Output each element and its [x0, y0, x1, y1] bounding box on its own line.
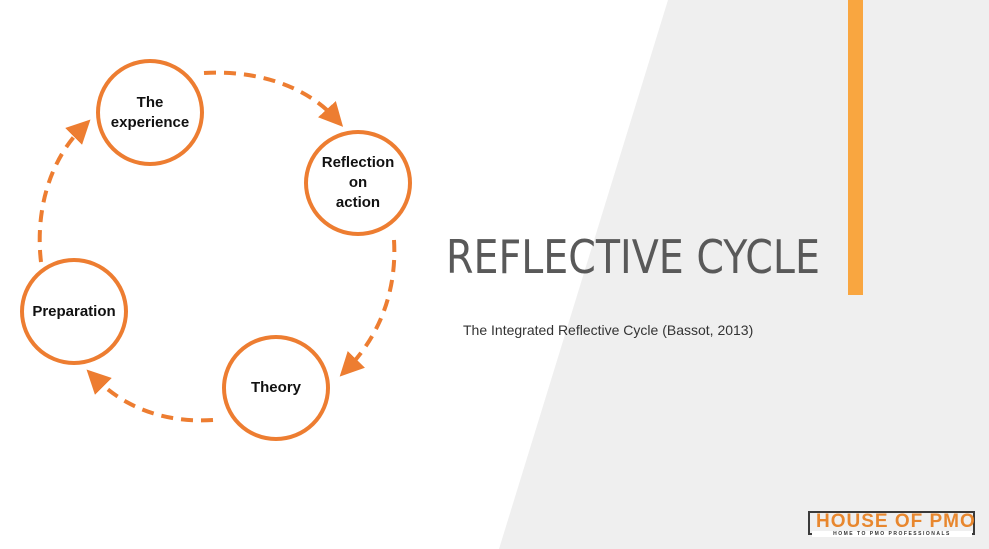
arrow-reflection-to-theory: [339, 239, 397, 377]
logo-tagline: HOME TO PMO PROFESSIONALS: [812, 531, 972, 537]
cycle-node-theory: Theory: [222, 335, 330, 441]
cycle-node-preparation: Preparation: [20, 258, 128, 365]
arrow-experience-to-reflection: [203, 70, 344, 127]
logo-name: HOUSE OF PMO: [816, 511, 976, 532]
node-label-preparation: Preparation: [32, 302, 116, 320]
house-of-pmo-logo: HOUSE OF PMO HOME TO PMO PROFESSIONALS: [808, 511, 976, 537]
arrow-theory-to-preparation: [86, 369, 214, 423]
node-label-theory: Theory: [250, 379, 301, 397]
node-label-experience: The experience: [110, 93, 190, 131]
slide-subtitle: The Integrated Reflective Cycle (Bassot,…: [463, 322, 754, 338]
cycle-node-reflection: Reflection on action: [304, 130, 412, 236]
slide-title: REFLECTIVE CYCLE: [446, 230, 820, 284]
cycle-node-experience: The experience: [96, 59, 204, 166]
accent-bar: [848, 0, 863, 295]
grey-diagonal-panel: [499, 0, 989, 549]
node-label-reflection: Reflection on action: [321, 154, 395, 211]
arrow-preparation-to-experience: [37, 119, 91, 263]
